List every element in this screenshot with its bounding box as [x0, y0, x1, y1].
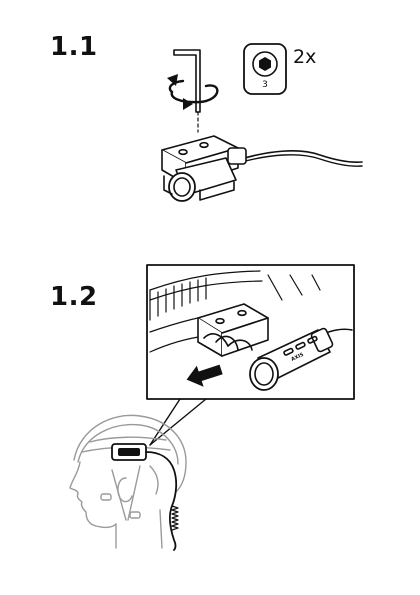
tool-size-label: 3 — [258, 80, 272, 90]
camera-mount-illustration — [162, 136, 362, 201]
step-number-1-2: 1.2 — [50, 282, 98, 312]
helmet-head-illustration — [70, 415, 186, 548]
rotate-arrow-icon — [167, 74, 217, 110]
step-number-1-1: 1.1 — [50, 32, 98, 62]
hex-key-icon — [174, 50, 200, 132]
helmet-camera-icon — [112, 444, 178, 550]
quantity-label: 2x — [293, 46, 316, 68]
